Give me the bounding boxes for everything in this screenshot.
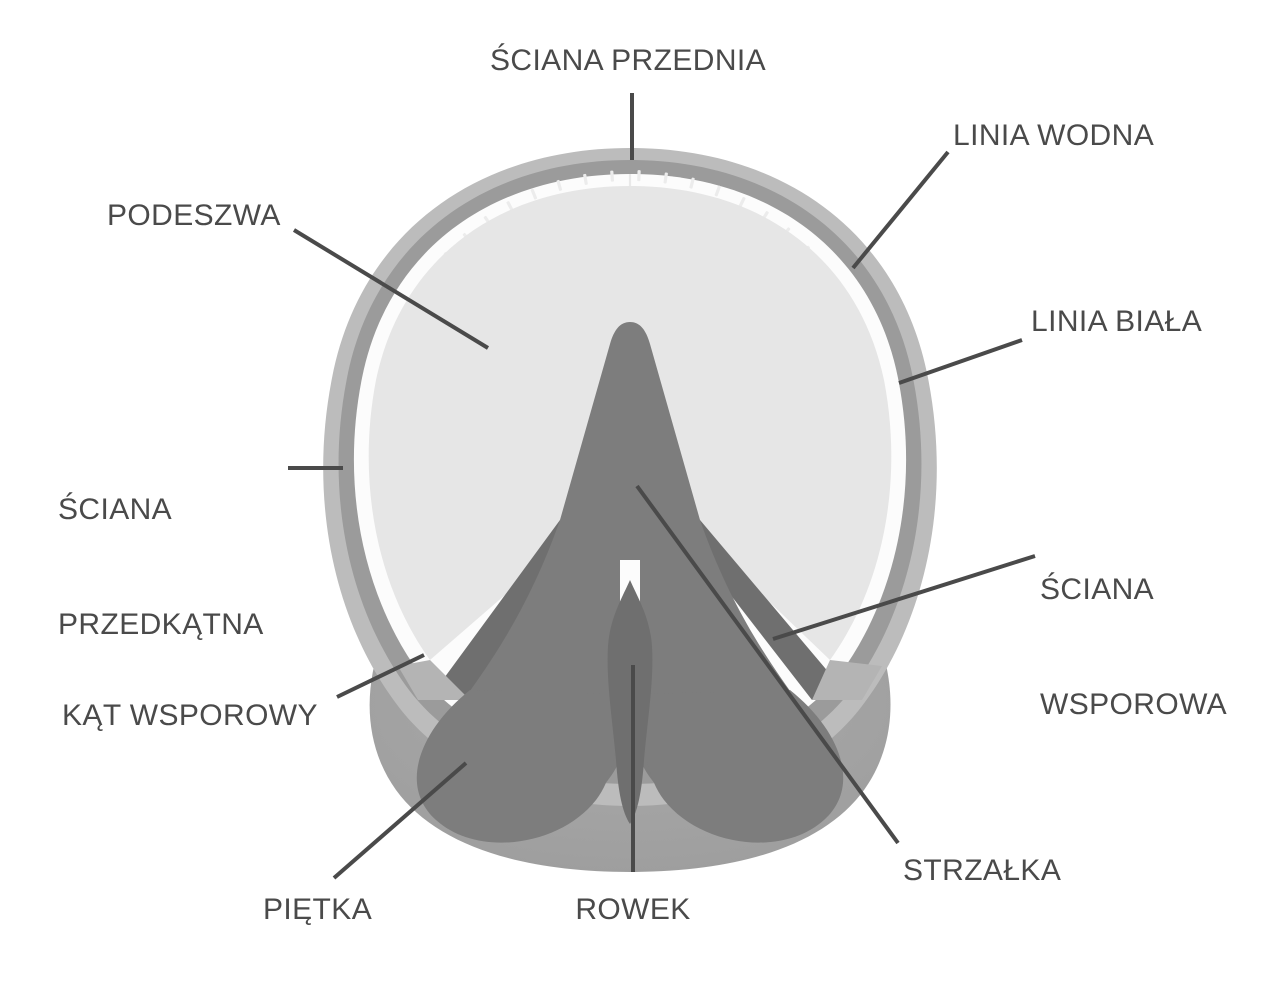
central-groove <box>607 580 653 824</box>
leader-pietka <box>332 761 468 880</box>
leader-linia-biala <box>898 338 1023 385</box>
label-kat-wsporowy: KĄT WSPOROWY <box>62 699 318 732</box>
label-sciana-przedkatna-line1: ŚCIANA <box>58 492 173 526</box>
label-sciana-wsporowa-line2: WSPOROWA <box>1040 687 1228 721</box>
label-sciana-wsporowa: ŚCIANA WSPOROWA <box>1040 494 1270 801</box>
label-sciana-wsporowa-line1: ŚCIANA <box>1040 572 1155 606</box>
heel-angle-wedges <box>398 660 882 700</box>
leader-podeszwa <box>292 228 490 350</box>
label-rowek: ROWEK <box>575 893 691 926</box>
label-pietka: PIĘTKA <box>263 893 373 926</box>
label-sciana-przedkatna: ŚCIANA PRZEDKĄTNA <box>58 414 298 721</box>
leader-kat-wsporowy <box>336 653 425 699</box>
label-podeszwa: PODESZWA <box>107 199 281 232</box>
label-sciana-przednia: ŚCIANA PRZEDNIA <box>489 44 767 77</box>
leader-sciana-wsporowa <box>772 554 1036 641</box>
label-strzalka: STRZAŁKA <box>903 854 1062 887</box>
frog <box>416 322 844 843</box>
label-linia-biala: LINIA BIAŁA <box>1031 305 1203 338</box>
leader-strzalka <box>635 484 900 845</box>
label-linia-wodna: LINIA WODNA <box>953 119 1155 152</box>
leader-lines <box>288 93 1036 880</box>
leader-linia-wodna <box>851 150 950 270</box>
label-sciana-przedkatna-line2: PRZEDKĄTNA <box>58 607 264 641</box>
